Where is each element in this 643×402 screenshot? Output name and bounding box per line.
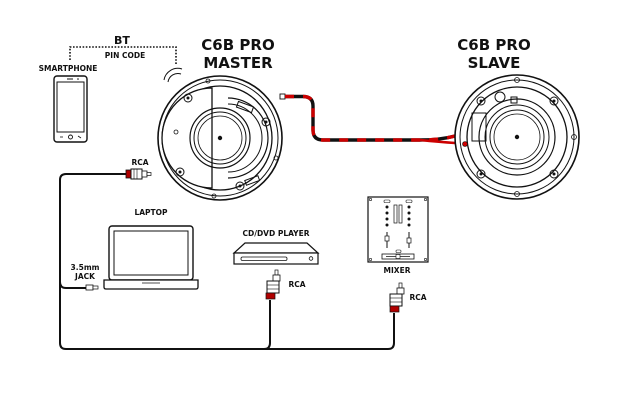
slave-title-line1: C6B PRO xyxy=(457,36,530,54)
bt-label: BT xyxy=(114,34,130,47)
pin-code-label: PIN CODE xyxy=(105,51,145,60)
rca-label-cd: RCA xyxy=(288,280,305,289)
laptop-icon xyxy=(103,225,199,290)
jack-label-line1: 3.5mm xyxy=(71,263,100,272)
rca-plug-master xyxy=(125,168,152,180)
slave-speaker xyxy=(454,74,580,200)
cd-dvd-player-icon xyxy=(232,242,320,265)
laptop-label: LAPTOP xyxy=(134,208,168,217)
rca-label-master: RCA xyxy=(131,158,148,167)
master-title-line1: C6B PRO xyxy=(201,36,274,54)
speaker-cable xyxy=(279,93,456,145)
bluetooth-link xyxy=(69,46,183,83)
jack-label-line2: JACK xyxy=(74,272,96,281)
master-speaker xyxy=(157,75,283,201)
audio-cables xyxy=(59,173,395,350)
slave-title-line2: SLAVE xyxy=(468,54,521,72)
master-title-line2: MASTER xyxy=(203,54,273,72)
mixer-icon xyxy=(367,196,429,263)
rca-label-mixer: RCA xyxy=(409,293,426,302)
jack-plug xyxy=(85,284,99,291)
smartphone-label: SMARTPHONE xyxy=(39,64,98,73)
rca-plug-cd xyxy=(265,269,281,300)
rca-plug-mixer xyxy=(389,282,405,313)
mixer-label: MIXER xyxy=(384,266,411,275)
cd-dvd-label: CD/DVD PLAYER xyxy=(242,229,309,238)
smartphone-icon xyxy=(53,75,88,143)
